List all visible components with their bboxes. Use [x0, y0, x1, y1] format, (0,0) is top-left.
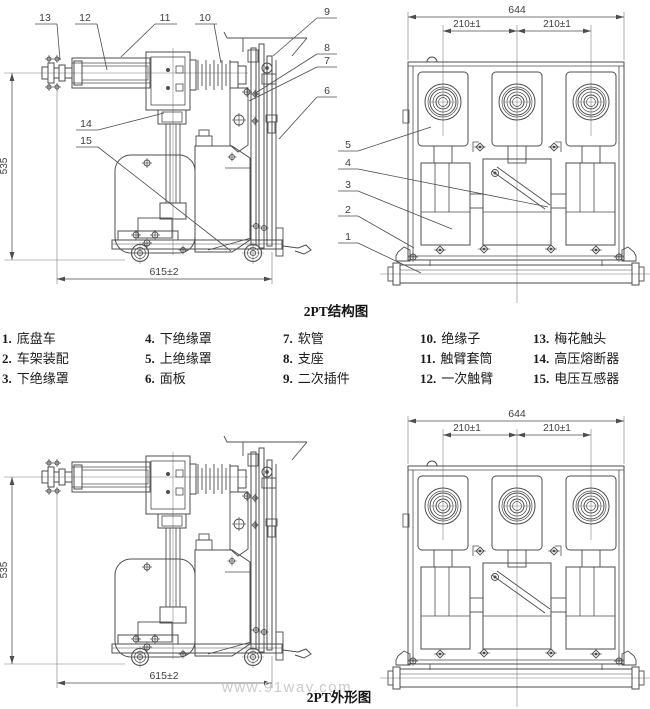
- callout-number: 9: [324, 6, 330, 18]
- part-item: 2. 车架装配: [2, 351, 69, 371]
- part-label: 下绝缘罩: [16, 371, 69, 386]
- part-label: 上绝缘罩: [159, 351, 212, 366]
- part-number: 15.: [533, 371, 550, 386]
- parts-column-2: 4. 下绝缘罩 5. 上绝缘罩 6. 面板: [145, 331, 212, 391]
- callout-number: 11: [160, 12, 171, 24]
- part-item: 5. 上绝缘罩: [145, 351, 212, 371]
- part-number: 3.: [2, 371, 12, 386]
- part-item: 8. 支座: [283, 351, 350, 371]
- callout-number: 10: [199, 12, 211, 24]
- part-number: 5.: [145, 351, 155, 366]
- part-number: 12.: [420, 371, 437, 386]
- part-item: 9. 二次插件: [283, 371, 350, 391]
- part-number: 2.: [2, 351, 12, 366]
- part-number: 6.: [145, 371, 155, 386]
- part-label: 电压互感器: [554, 371, 620, 386]
- part-label: 触臂套筒: [440, 351, 493, 366]
- part-item: 10. 绝缘子: [420, 331, 493, 351]
- part-label: 下绝缘罩: [159, 331, 212, 346]
- part-number: 13.: [533, 331, 550, 346]
- outline-side-view: 535 615±2: [0, 435, 312, 688]
- callout-number: 8: [324, 42, 330, 54]
- dim-label-height: 535: [0, 157, 10, 174]
- outline-front-view: 644 210±1 210±1: [380, 408, 650, 707]
- part-label: 支座: [297, 351, 324, 366]
- part-label: 梅花触头: [554, 331, 607, 346]
- part-number: 8.: [283, 351, 293, 366]
- part-label: 面板: [159, 371, 186, 386]
- parts-column-5: 13. 梅花触头 14. 高压熔断器 15. 电压互感器: [533, 331, 619, 391]
- parts-column-3: 7. 软管 8. 支座 9. 二次插件: [283, 331, 350, 391]
- callout-number: 12: [79, 12, 91, 24]
- callout-number: 1: [345, 231, 351, 243]
- part-item: 11. 触臂套筒: [420, 351, 493, 371]
- structure-side-view: 535 615±2 13 12 11 10 9 87 6 14 15: [0, 6, 337, 284]
- part-number: 7.: [283, 331, 293, 346]
- callout-number: 13: [39, 12, 51, 24]
- part-number: 11.: [420, 351, 436, 366]
- dim-label-overall: 644: [508, 408, 526, 420]
- part-item: 7. 软管: [283, 331, 350, 351]
- callout-number: 5: [345, 139, 351, 151]
- part-item: 14. 高压熔断器: [533, 351, 619, 371]
- part-number: 14.: [533, 351, 550, 366]
- callout-number: 7: [324, 55, 330, 67]
- part-number: 10.: [420, 331, 437, 346]
- callout-number: 3: [345, 179, 351, 191]
- dim-label-width: 615±2: [149, 266, 178, 278]
- dim-label-height: 535: [0, 561, 10, 578]
- part-item: 12. 一次触臂: [420, 371, 493, 391]
- part-item: 13. 梅花触头: [533, 331, 619, 351]
- part-item: 4. 下绝缘罩: [145, 331, 212, 351]
- part-label: 绝缘子: [441, 331, 481, 346]
- part-label: 底盘车: [16, 331, 56, 346]
- dim-label-overall: 644: [508, 4, 526, 16]
- part-number: 4.: [145, 331, 155, 346]
- dim-label-width: 615±2: [149, 670, 178, 682]
- watermark: www.91way.com: [222, 679, 353, 696]
- part-item: 6. 面板: [145, 371, 212, 391]
- part-number: 1.: [2, 331, 12, 346]
- structure-front-view: 644 210±1 210±1 5 4 3 2 1: [338, 4, 650, 303]
- part-label: 车架装配: [16, 351, 69, 366]
- part-number: 9.: [283, 371, 293, 386]
- outline-figure-caption: 2PT外形图: [306, 690, 372, 705]
- part-label: 一次触臂: [441, 371, 494, 386]
- callout-number: 6: [324, 85, 330, 97]
- callout-number: 4: [345, 157, 351, 169]
- parts-column-1: 1. 底盘车 2. 车架装配 3. 下绝缘罩: [2, 331, 69, 391]
- callout-number: 14: [80, 118, 92, 130]
- dim-label-pitch: 210±1: [453, 19, 481, 30]
- structure-figure-caption: 2PT结构图: [303, 304, 369, 319]
- part-label: 高压熔断器: [554, 351, 620, 366]
- callout-number: 15: [80, 135, 92, 147]
- part-item: 15. 电压互感器: [533, 371, 619, 391]
- part-item: 3. 下绝缘罩: [2, 371, 69, 391]
- callout-number: 2: [345, 204, 351, 216]
- part-label: 软管: [297, 331, 324, 346]
- part-item: 1. 底盘车: [2, 331, 69, 351]
- dim-label-pitch: 210±1: [543, 19, 571, 30]
- dim-label-pitch: 210±1: [543, 423, 571, 434]
- dim-label-pitch: 210±1: [453, 423, 481, 434]
- part-label: 二次插件: [297, 371, 350, 386]
